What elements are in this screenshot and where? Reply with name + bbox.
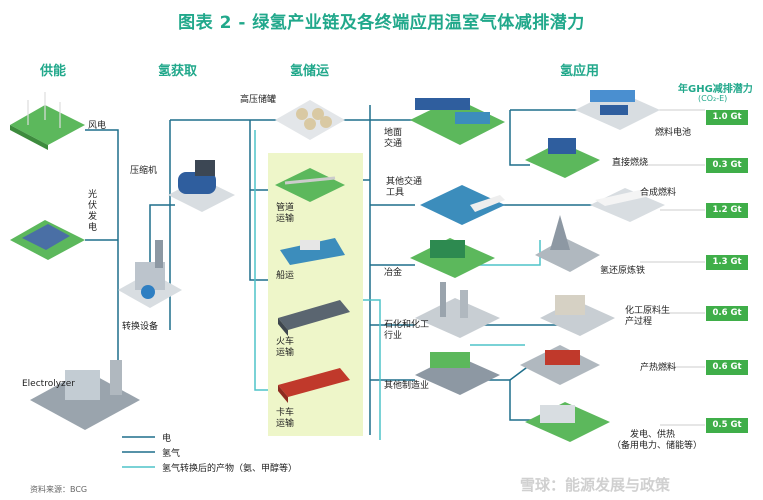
label-fuel-cell: 燃料电池 xyxy=(655,128,692,138)
label-metallurgy: 冶金 xyxy=(384,268,403,278)
label-petrochem: 石化和化工行业 xyxy=(384,320,430,341)
legend-derivative: 氢气转换后的产物（氨、甲醇等） xyxy=(162,464,298,474)
label-ground-transport: 地面交通 xyxy=(384,128,403,149)
electrolyzer-illustration xyxy=(30,360,140,430)
potential-badge-fuel-cell: 1.0 Gt xyxy=(706,110,748,125)
truck-illustration xyxy=(278,368,350,403)
pressure-tank-illustration xyxy=(275,100,345,140)
page-title: 图表 2 - 绿氢产业链及各终端应用温室气体减排潜力 xyxy=(178,13,585,33)
label-compressor: 压缩机 xyxy=(130,166,158,176)
direct-burn-illustration xyxy=(525,138,600,178)
column-application: 氢应用 xyxy=(560,64,600,79)
label-ship: 船运 xyxy=(276,271,295,281)
other-transport-illustration xyxy=(420,185,505,225)
label-chem-feed: 化工原料生产过程 xyxy=(625,306,671,327)
compressor-illustration xyxy=(168,160,235,212)
label-train: 火车运输 xyxy=(276,337,295,358)
potential-badge-power-heat: 0.5 Gt xyxy=(706,418,748,433)
label-converter: 转换设备 xyxy=(122,322,159,332)
label-electrolyzer: Electrolyzer xyxy=(22,379,75,389)
legend-hydrogen: 氢气 xyxy=(162,449,181,459)
watermark: 雪球：能源发展与政策 xyxy=(520,476,671,494)
label-truck: 卡车运输 xyxy=(276,408,295,429)
source-note: 资料来源：BCG xyxy=(30,485,88,494)
potential-badge-chem-feed: 0.6 Gt xyxy=(706,306,748,321)
column-storage: 氢储运 xyxy=(290,64,330,79)
label-power-heat-note: （备用电力、储能等） xyxy=(612,441,703,451)
petrochem-illustration xyxy=(415,282,500,338)
derivative-lines xyxy=(254,130,541,440)
potential-badge-heat-fuel: 0.6 Gt xyxy=(706,360,748,375)
label-heat-fuel: 产热燃料 xyxy=(640,363,677,373)
legend-electricity: 电 xyxy=(162,434,172,444)
wind-farm-illustration xyxy=(10,92,85,150)
label-other-mfg: 其他制造业 xyxy=(384,381,430,391)
label-wind: 风电 xyxy=(88,121,107,131)
potential-badge-synfuel: 1.2 Gt xyxy=(706,203,748,218)
potential-header: 年GHG减排潜力 xyxy=(678,84,753,95)
other-mfg-illustration xyxy=(415,352,500,395)
pipeline-illustration xyxy=(275,168,345,202)
label-solar: 光伏发电 xyxy=(88,190,98,233)
metallurgy-illustration xyxy=(410,238,495,278)
ground-transport-illustration xyxy=(410,98,505,145)
label-other-transport: 其他交通工具 xyxy=(386,177,423,198)
potential-badge-direct-burn: 0.3 Gt xyxy=(706,158,748,173)
label-pipeline: 管道运输 xyxy=(276,203,295,224)
ship-illustration xyxy=(280,238,345,265)
label-power-heat: 发电、供热 xyxy=(630,430,676,440)
potential-badge-dri: 1.3 Gt xyxy=(706,255,748,270)
label-synfuel: 合成燃料 xyxy=(640,188,677,198)
column-supply: 供能 xyxy=(40,64,67,79)
chem-feed-illustration xyxy=(540,295,615,336)
solar-farm-illustration xyxy=(10,220,85,260)
train-illustration xyxy=(278,300,350,336)
heat-fuel-illustration xyxy=(520,345,600,385)
power-heat-illustration xyxy=(525,402,610,442)
label-direct-burn: 直接燃烧 xyxy=(612,158,649,168)
column-acquire: 氢获取 xyxy=(158,64,198,79)
potential-unit: (CO₂-E) xyxy=(698,94,728,103)
synfuel-illustration xyxy=(590,188,665,222)
label-dri: 氢还原炼铁 xyxy=(600,266,646,276)
dri-illustration xyxy=(535,215,600,272)
fuel-cell-illustration xyxy=(575,90,660,130)
label-tank: 高压储罐 xyxy=(240,95,277,105)
converter-illustration xyxy=(118,240,182,308)
